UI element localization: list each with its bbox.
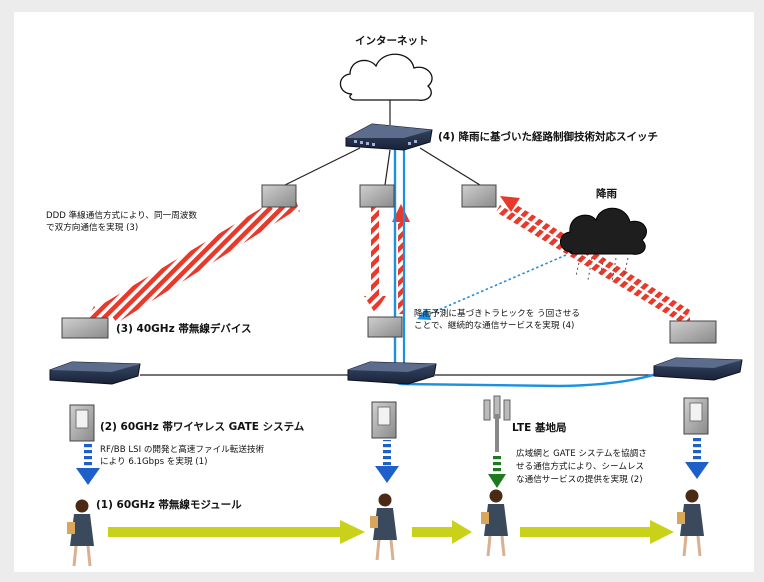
lte-label: LTE 基地局 bbox=[512, 421, 566, 434]
person-icon bbox=[677, 489, 704, 557]
lte-desc-line3: な通信サービスの提供を実現 (2) bbox=[516, 473, 643, 485]
rerouting-path bbox=[393, 148, 669, 388]
downlink-arrows bbox=[76, 436, 709, 488]
rain-label: 降雨 bbox=[596, 187, 617, 200]
lte-desc-line1: 広域網と GATE システムを協調さ bbox=[516, 447, 647, 459]
rain-cloud-icon bbox=[560, 207, 647, 283]
internet-label: インターネット bbox=[355, 35, 429, 47]
radio-link-arrows bbox=[88, 195, 690, 330]
person-icon bbox=[370, 493, 397, 561]
edge-switch-icons bbox=[49, 357, 743, 385]
radio-arrow-left-down bbox=[88, 204, 276, 322]
gate-system-label: (2) 60GHz 帯ワイヤレス GATE システム bbox=[100, 420, 305, 433]
radio-device-icon bbox=[669, 320, 717, 344]
radio-device-icon bbox=[261, 184, 297, 208]
edge-switch-icon bbox=[49, 361, 141, 385]
person-icon bbox=[481, 489, 508, 557]
user-icons bbox=[67, 489, 704, 567]
backbone-lines bbox=[140, 78, 660, 376]
gate-desc-line1: RF/BB LSI の開発と高速ファイル転送技術 bbox=[100, 443, 265, 455]
person-icon bbox=[67, 499, 94, 567]
device-40ghz-label: (3) 40GHz 帯無線デバイス bbox=[116, 322, 252, 335]
lte-desc-line2: せる通信方式により、シームレス bbox=[516, 460, 644, 472]
edge-switch-icon bbox=[347, 361, 437, 385]
forecast-desc-line1: 降雨予測に基づきトラヒックを う回させる bbox=[414, 307, 580, 319]
switch-label: (4) 降雨に基づいた経路制御技術対応スイッチ bbox=[438, 130, 658, 143]
radio-device-icon bbox=[461, 184, 497, 208]
radio-device-icon bbox=[359, 184, 395, 208]
radio-device-icons-lower bbox=[61, 316, 717, 344]
radio-arrow-left-up bbox=[111, 195, 300, 323]
ddd-desc-line1: DDD 準線通信方式により、同一周波数 bbox=[46, 209, 197, 221]
forecast-desc-line2: ことで、継続的な通信サービスを実現 (4) bbox=[414, 319, 574, 331]
edge-switch-icon bbox=[653, 357, 743, 381]
radio-device-icon bbox=[61, 317, 109, 339]
lte-base-station-icon bbox=[483, 395, 511, 452]
gate-terminal-icons bbox=[69, 397, 709, 442]
module-60ghz-label: (1) 60GHz 帯無線モジュール bbox=[96, 498, 242, 511]
radio-arrow-right-down bbox=[496, 205, 690, 330]
radio-device-icons-upper bbox=[261, 184, 497, 208]
radio-arrow-mid-down bbox=[364, 205, 386, 313]
ddd-desc-line2: で双方向通信を実現 (3) bbox=[46, 221, 138, 233]
radio-arrow-mid-up-head bbox=[392, 204, 410, 222]
movement-arrows bbox=[108, 520, 674, 544]
radio-device-icon bbox=[367, 316, 403, 338]
radio-arrow-right-up bbox=[512, 204, 690, 316]
radio-arrow-right-up-head bbox=[500, 196, 520, 212]
internet-cloud-icon bbox=[339, 53, 433, 101]
gate-terminal-icon bbox=[371, 401, 397, 439]
gate-desc-line2: により 6.1Gbps を実現 (1) bbox=[100, 455, 207, 467]
gate-terminal-icon bbox=[69, 404, 95, 442]
core-switch-icon bbox=[345, 123, 433, 151]
gate-terminal-icon bbox=[683, 397, 709, 435]
